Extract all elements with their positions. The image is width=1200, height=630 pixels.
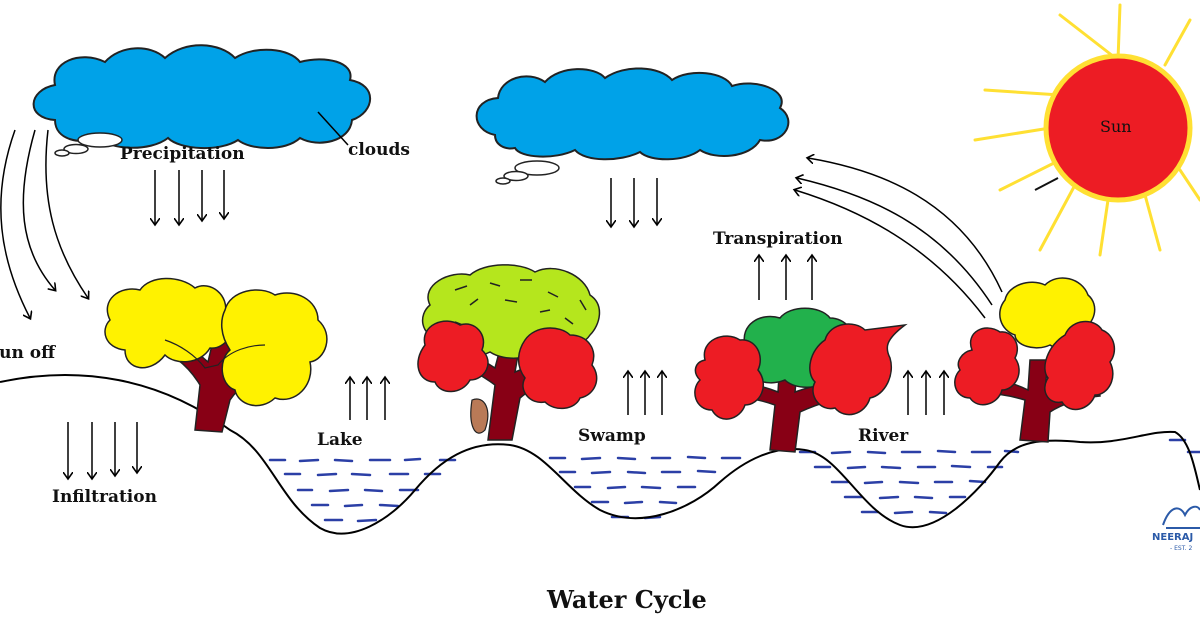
- sun-rays: [973, 3, 1200, 257]
- transpiration-arrows: [759, 256, 812, 300]
- diagram-caption: Water Cycle: [547, 585, 707, 614]
- river-label: River: [858, 426, 909, 446]
- precipitation-arrows-left: [155, 170, 224, 224]
- evaporation-arrows-river: [908, 372, 944, 415]
- clouds-label: clouds: [348, 140, 410, 160]
- cloud-middle-puffs: [495, 160, 560, 185]
- transpiration-label: Transpiration: [713, 229, 843, 249]
- run-off-label: Run off: [0, 343, 56, 363]
- cloud-middle: [475, 67, 790, 161]
- cloud-left: [32, 44, 371, 150]
- watermark-logo-icon: [1162, 505, 1200, 529]
- watermark-name: NEERAJ: [1152, 532, 1194, 543]
- clouds-pointer: [317, 111, 349, 146]
- river-water: [798, 449, 1020, 515]
- ground-line: [0, 374, 1200, 535]
- lake-label: Lake: [317, 430, 363, 450]
- infiltration-arrows: [68, 422, 137, 478]
- evaporation-arrows-lake: [350, 378, 385, 420]
- tree-green-red: [694, 307, 908, 453]
- watermark-sub: - EST. 2: [1170, 545, 1193, 552]
- tree-yellow-red-right: [954, 277, 1116, 443]
- tree-lime-red: [417, 264, 601, 441]
- sun-ray-dark: [1034, 177, 1059, 191]
- precipitation-label: Precipitation: [120, 144, 245, 164]
- swamp-label: Swamp: [578, 426, 646, 446]
- tree-yellow: [104, 277, 328, 433]
- run-off-arrows: [0, 129, 88, 318]
- sun: [1043, 53, 1193, 203]
- evaporation-to-cloud-arrows: [795, 158, 1003, 319]
- swamp-water: [548, 455, 742, 520]
- cloud-left-puffs: [54, 132, 123, 157]
- sun-label: Sun: [1100, 117, 1132, 136]
- evaporation-arrows-swamp: [628, 372, 662, 415]
- infiltration-label: Infiltration: [52, 487, 157, 507]
- precipitation-arrows-middle: [611, 178, 657, 226]
- lake-water: [268, 457, 457, 523]
